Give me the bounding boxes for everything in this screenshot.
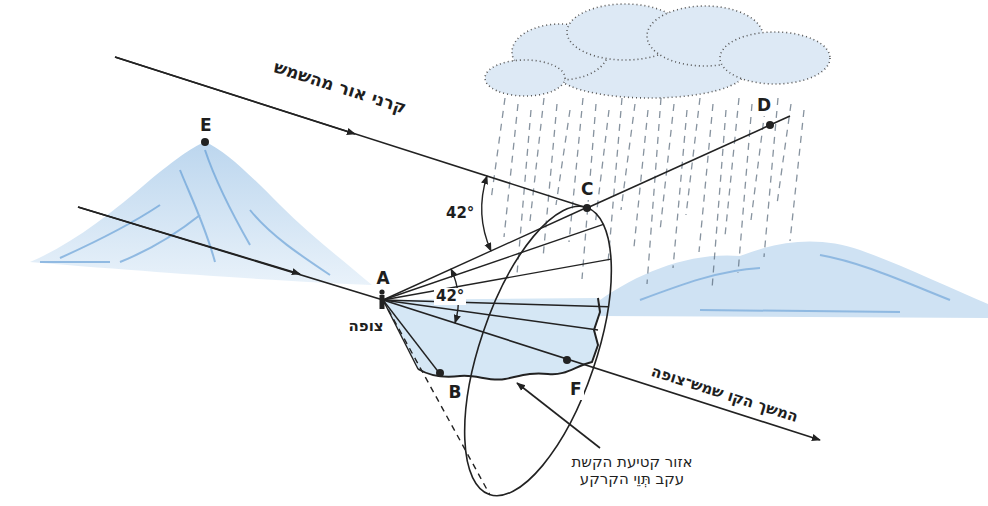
leader-line xyxy=(517,383,600,448)
rain-streak xyxy=(647,98,661,284)
point-dot xyxy=(436,369,444,377)
observer-label: צופה xyxy=(347,318,386,335)
rain-streak xyxy=(621,104,635,210)
rain-cloud xyxy=(485,4,830,98)
angle-label: 42° xyxy=(444,205,476,222)
point-dot xyxy=(583,204,591,212)
cone-line xyxy=(383,300,608,307)
cone-line xyxy=(383,207,587,300)
rain-streak xyxy=(491,98,505,200)
rain-streak xyxy=(725,98,739,236)
rain-streak xyxy=(543,104,557,258)
rain-streak xyxy=(751,110,765,220)
reflected-ray xyxy=(587,116,790,208)
point-label: F xyxy=(568,380,584,400)
cloud-puff xyxy=(485,60,565,96)
cone-line xyxy=(383,224,603,300)
rain-streak xyxy=(790,110,804,241)
point-dot xyxy=(563,356,571,364)
point-label: E xyxy=(200,116,212,136)
hill-texture xyxy=(640,255,950,312)
cloud-puff xyxy=(720,32,830,84)
rain-streak xyxy=(556,110,570,205)
mountain-fill xyxy=(30,142,372,285)
observer-head xyxy=(379,289,384,294)
cone-line xyxy=(383,300,598,330)
rain-streak xyxy=(504,104,518,237)
rain-streak xyxy=(673,110,687,268)
rain-streak xyxy=(530,98,544,221)
terrain-line xyxy=(418,298,600,380)
line-caption: המשך הקו שמש־צופה xyxy=(649,363,800,426)
sun-ray-arrow xyxy=(78,207,300,274)
sun-ray xyxy=(78,207,383,300)
point-dot xyxy=(766,121,774,129)
mountain-texture xyxy=(40,150,330,275)
rain-streak xyxy=(569,98,583,242)
point-label: A xyxy=(377,269,390,289)
point-dot xyxy=(201,138,209,146)
rain-streak xyxy=(686,98,700,215)
cone-line xyxy=(383,300,440,374)
cone-line xyxy=(383,259,611,300)
rain-streak xyxy=(595,110,609,226)
sun-ray-arrow xyxy=(115,57,355,134)
observer-figure xyxy=(379,289,384,309)
angle-label: 42° xyxy=(434,288,466,305)
rain-streaks xyxy=(491,98,804,289)
point-label: C xyxy=(579,180,595,200)
hill-fill xyxy=(600,241,988,318)
rain-streak xyxy=(712,110,726,289)
angle-arc xyxy=(482,176,491,251)
rain-streak xyxy=(699,104,713,252)
sun-ray xyxy=(115,57,587,208)
left-mountain xyxy=(30,138,372,285)
point-label: D xyxy=(755,96,773,116)
antisolar-line xyxy=(383,300,820,440)
rain-streak xyxy=(738,104,752,273)
callout-note: אזור קטיעת הקשת עקב תְּוֵי הקרקע xyxy=(555,454,709,489)
right-hills xyxy=(600,241,988,318)
observer-body xyxy=(380,295,385,309)
point-label: B xyxy=(447,383,464,403)
rain-streak xyxy=(608,98,622,263)
rain-streak xyxy=(660,104,674,231)
ray-caption: קרני אור מהשמש xyxy=(271,58,408,119)
rain-streak xyxy=(634,110,648,247)
cone-lines xyxy=(383,207,611,374)
